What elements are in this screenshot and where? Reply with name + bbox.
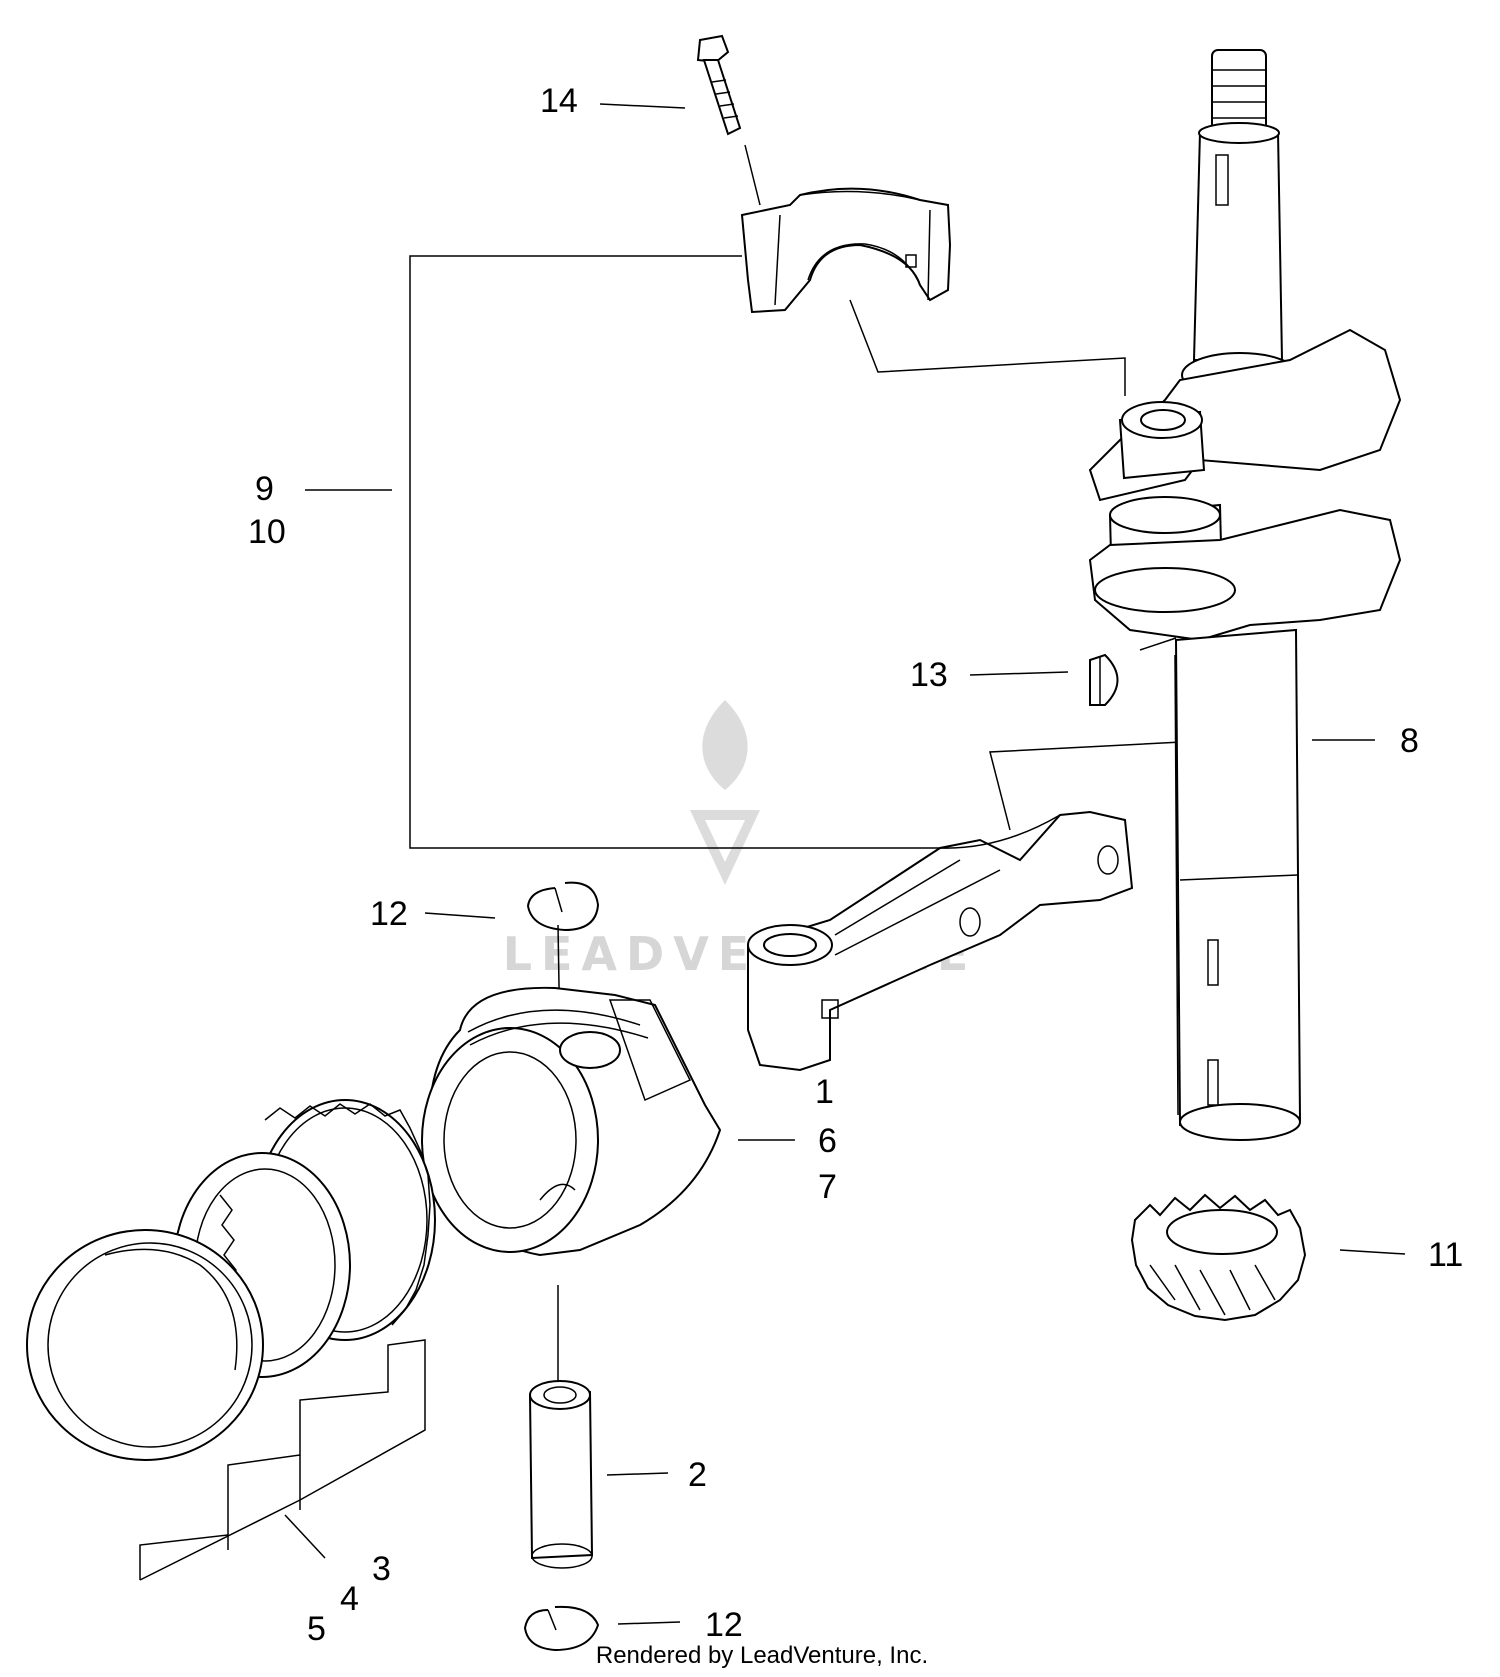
piston-pin <box>528 1380 594 1569</box>
woodruff-key <box>1089 653 1119 706</box>
piston <box>421 986 722 1257</box>
crankshaft <box>1088 49 1402 1141</box>
callout-1: 1 <box>815 1073 834 1111</box>
callout-14: 14 <box>540 82 578 120</box>
callout-10: 10 <box>248 513 286 551</box>
callout-4: 4 <box>340 1580 359 1618</box>
callout-7: 7 <box>818 1168 837 1206</box>
render-credit: Rendered by LeadVenture, Inc. <box>596 1642 928 1669</box>
connecting-rod-cap <box>740 187 952 314</box>
piston-ring-oil <box>26 1229 264 1461</box>
watermark-v-logo-icon <box>690 810 760 885</box>
callout-11: 11 <box>1428 1236 1463 1274</box>
callout-labels: 14 9 10 13 8 12 1 6 7 11 2 3 4 5 12 <box>248 82 1463 1648</box>
callout-5: 5 <box>307 1610 326 1648</box>
connecting-rod-bolt <box>696 34 742 136</box>
piston-pin-circlip-bottom <box>523 1605 600 1652</box>
piston-pin-circlip-top <box>526 881 600 932</box>
callout-9: 9 <box>255 470 274 508</box>
callout-12-top: 12 <box>370 895 408 933</box>
callout-6: 6 <box>818 1122 837 1160</box>
callout-13: 13 <box>910 656 948 694</box>
callout-2: 2 <box>688 1456 707 1494</box>
callout-12-bottom: 12 <box>705 1606 743 1644</box>
callout-8: 8 <box>1400 722 1419 760</box>
callout-3: 3 <box>372 1550 391 1588</box>
watermark-flame-icon <box>702 700 748 790</box>
crankshaft-gear <box>1130 1193 1307 1322</box>
connecting-rod <box>747 810 1134 1072</box>
